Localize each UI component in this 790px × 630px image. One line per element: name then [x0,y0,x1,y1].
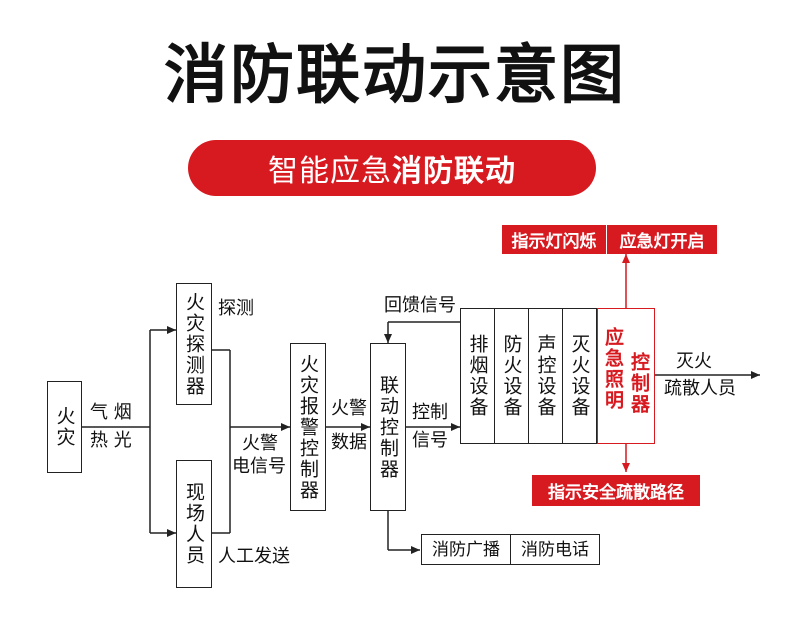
linkage-controller-box-text: 联动控制器 [377,374,399,480]
fire-prevention-box: 防火设备 [494,308,529,444]
alarm-controller-box: 火灾报警控制器 [290,343,326,511]
emergency-lighting-text-a: 应急照明 [602,327,624,411]
banner-light-text: 智能应急 [268,154,392,189]
banner-bold-text: 消防联动 [392,154,516,189]
smoke-exhaust-box: 排烟设备 [460,308,495,444]
extinguish-box: 灭火设备 [562,308,597,444]
sound-control-box-text: 声控设备 [534,334,557,418]
phone-box: 消防电话 [510,534,600,565]
control-signal-label-1: 控制 [412,402,448,423]
detect-label: 探测 [218,298,254,319]
fire-box: 火灾 [47,381,82,473]
emergency-on-box: 应急灯开启 [606,225,717,254]
smoke-exhaust-box-text: 排烟设备 [466,334,489,418]
subtitle-banner: 智能应急消防联动 [188,140,596,196]
detector-box-text: 火灾探测器 [183,291,205,397]
onsite-box-text: 现场人员 [183,482,205,566]
heat-light-label: 热 光 [90,430,132,451]
fire-box-text: 火灾 [53,406,76,448]
extinguish-output-label-1: 灭火 [676,351,712,372]
alarm-data-label-2: 数据 [331,432,367,453]
emergency-lighting-box: 应急照明控制器 [597,308,655,444]
gas-smoke-label: 气 烟 [90,402,132,423]
fire-prevention-box-text: 防火设备 [500,334,523,418]
indicator-flash-box: 指示灯闪烁 [502,225,606,254]
page-title: 消防联动示意图 [164,39,626,113]
alarm-data-label-1: 火警 [331,398,367,419]
broadcast-box: 消防广播 [421,534,511,565]
indicator-flash-text: 指示灯闪烁 [511,232,597,252]
detector-box: 火灾探测器 [176,283,212,405]
extinguish-output-label-2: 疏散人员 [664,378,736,399]
broadcast-text: 消防广播 [432,539,500,560]
linkage-controller-box: 联动控制器 [370,343,406,511]
manual-send-label: 人工发送 [218,546,290,567]
onsite-box: 现场人员 [176,460,212,588]
control-signal-label-2: 信号 [412,430,448,451]
sound-control-box: 声控设备 [528,308,563,444]
alarm-controller-box-text: 火灾报警控制器 [297,353,319,501]
alarm-signal-label-2: 电信号 [232,456,286,477]
feedback-label: 回馈信号 [384,295,456,316]
emergency-lighting-text-b: 控制器 [628,351,650,415]
alarm-signal-label-1: 火警 [242,433,278,454]
emergency-on-text: 应急灯开启 [619,232,705,252]
extinguish-box-text: 灭火设备 [568,334,591,418]
evac-route-text: 指示安全疏散路径 [548,483,684,503]
evac-route-box: 指示安全疏散路径 [532,475,700,506]
phone-text: 消防电话 [521,539,589,560]
